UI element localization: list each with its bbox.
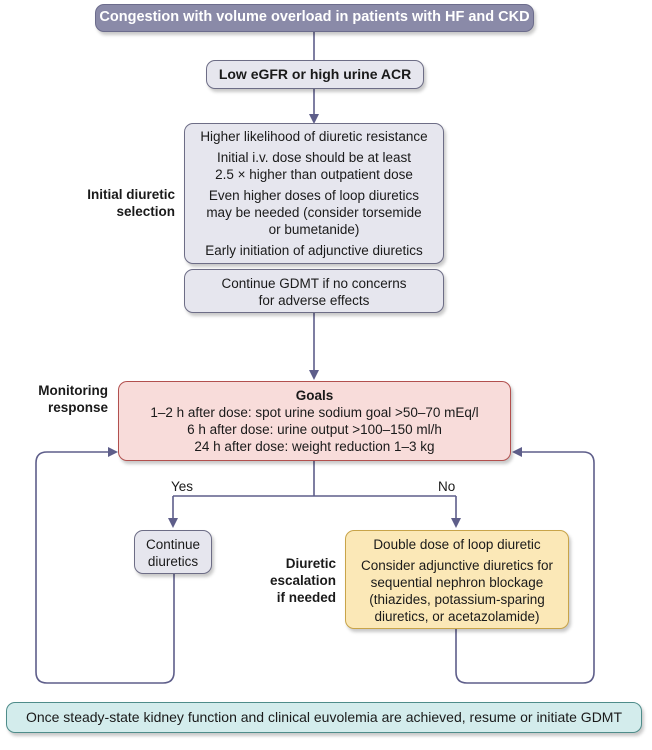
goals-heading: Goals bbox=[295, 388, 334, 403]
footer-text: Once steady-state kidney function and cl… bbox=[25, 709, 623, 725]
branch-no-label: No bbox=[438, 479, 456, 494]
initial-selection-box: Higher likelihood of diuretic resistance… bbox=[184, 123, 444, 264]
label-line: if needed bbox=[276, 590, 336, 605]
escalation-box: Double dose of loop diuretic Consider ad… bbox=[345, 530, 569, 629]
item-higher-doses-3: or bumetanide) bbox=[268, 222, 360, 237]
condition-text: Low eGFR or high urine ACR bbox=[218, 66, 412, 82]
goals-box: Goals 1–2 h after dose: spot urine sodiu… bbox=[118, 381, 511, 461]
goal-1-2h: 1–2 h after dose: spot urine sodium goal… bbox=[150, 405, 479, 420]
item-diuretic-resistance: Higher likelihood of diuretic resistance bbox=[200, 129, 428, 144]
item-higher-doses-1: Even higher doses of loop diuretics bbox=[208, 188, 420, 203]
continue-gdmt-box: Continue GDMT if no concerns for adverse… bbox=[184, 269, 444, 313]
monitoring-label: Monitoring response bbox=[10, 382, 108, 416]
escalation-line3: sequential nephron blockage bbox=[370, 575, 544, 590]
footer-box: Once steady-state kidney function and cl… bbox=[6, 702, 642, 733]
condition-box: Low eGFR or high urine ACR bbox=[206, 60, 424, 89]
escalation-label: Diuretic escalation if needed bbox=[250, 555, 336, 606]
label-line: escalation bbox=[269, 573, 336, 588]
escalation-line1: Double dose of loop diuretic bbox=[373, 537, 541, 552]
label-line: Diuretic bbox=[285, 556, 336, 571]
item-higher-doses-2: may be needed (consider torsemide bbox=[206, 205, 422, 220]
title-box: Congestion with volume overload in patie… bbox=[95, 4, 534, 32]
label-line: response bbox=[47, 400, 108, 415]
escalation-line4: (thiazides, potassium-sparing bbox=[369, 592, 545, 607]
continue-line2: diuretics bbox=[147, 554, 199, 569]
branch-yes-label: Yes bbox=[171, 479, 194, 494]
item-iv-dose-2: 2.5 × higher than outpatient dose bbox=[215, 167, 413, 182]
loop-escalation-to-goals bbox=[455, 447, 595, 684]
escalation-line2: Consider adjunctive diuretics for bbox=[360, 558, 554, 573]
label-line: Initial diuretic bbox=[87, 187, 175, 202]
title-text: Congestion with volume overload in patie… bbox=[99, 9, 530, 25]
gdmt-line2: for adverse effects bbox=[258, 293, 370, 308]
initial-selection-label: Initial diuretic selection bbox=[55, 186, 175, 220]
gdmt-line1: Continue GDMT if no concerns bbox=[221, 276, 407, 291]
item-early-adjunctive: Early initiation of adjunctive diuretics bbox=[205, 243, 423, 258]
escalation-line5: diuretics, or acetazolamide) bbox=[374, 609, 540, 624]
goal-24h: 24 h after dose: weight reduction 1–3 kg bbox=[194, 439, 435, 454]
loop-continue-to-goals bbox=[35, 447, 175, 684]
continue-line1: Continue bbox=[145, 537, 201, 552]
goal-6h: 6 h after dose: urine output >100–150 ml… bbox=[187, 422, 442, 437]
connector-goals-branch bbox=[173, 461, 456, 497]
continue-diuretics-box: Continue diuretics bbox=[134, 530, 212, 574]
label-line: Monitoring bbox=[38, 383, 108, 398]
item-iv-dose-1: Initial i.v. dose should be at least bbox=[216, 150, 412, 165]
label-line: selection bbox=[116, 204, 175, 219]
